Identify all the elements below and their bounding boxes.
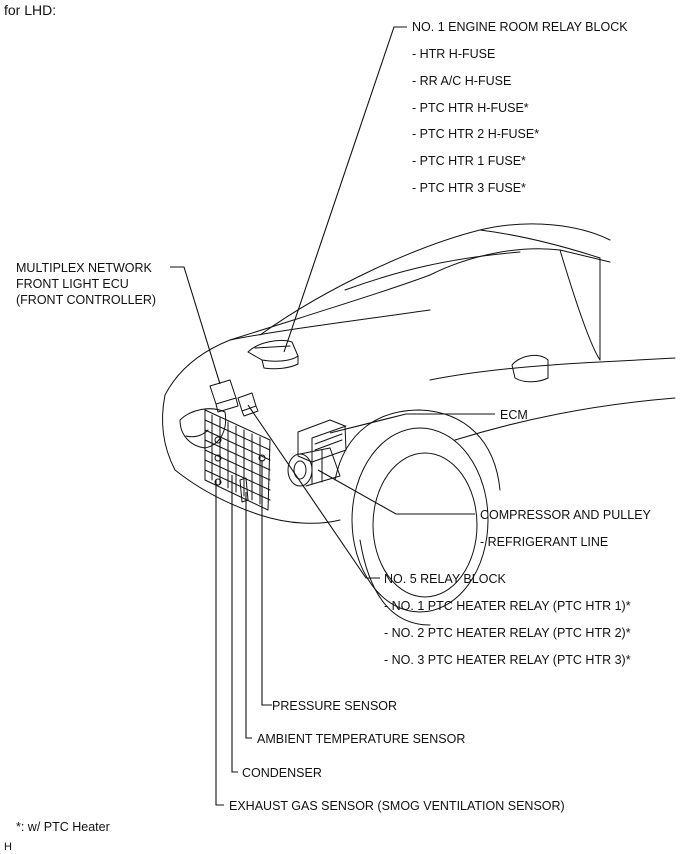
condenser-drawing (204, 409, 271, 511)
multiplex-ecu-label: (FRONT CONTROLLER) (16, 293, 157, 307)
footnote: *: w/ PTC Heater (16, 820, 110, 834)
condenser-label: CONDENSER (242, 766, 322, 780)
engine-room-relay-block-item: - HTR H-FUSE (412, 47, 496, 61)
multiplex-ecu-label: MULTIPLEX NETWORK (16, 261, 152, 275)
corner-mark: H (4, 841, 12, 853)
relay-block-5-label: NO. 5 RELAY BLOCK (384, 572, 506, 586)
ecm-label: ECM (500, 408, 528, 422)
leader-lines (170, 26, 495, 806)
page-title: for LHD: (4, 2, 57, 18)
relay-block-5-drawing (237, 392, 259, 417)
pressure-sensor-label: PRESSURE SENSOR (272, 699, 398, 713)
compressor-label: COMPRESSOR AND PULLEY (480, 508, 651, 522)
relay-block-5-item: - NO. 3 PTC HEATER RELAY (PTC HTR 3)* (384, 653, 631, 667)
exhaust-sensor-label: EXHAUST GAS SENSOR (SMOG VENTILATION SEN… (229, 799, 565, 813)
multiplex-ecu-label: FRONT LIGHT ECU (16, 277, 129, 291)
ambient-sensor-label: AMBIENT TEMPERATURE SENSOR (257, 732, 466, 746)
multiplex-ecu-drawing (209, 379, 239, 413)
engine-room-relay-block-item: - PTC HTR 2 H-FUSE* (412, 127, 540, 141)
engine-room-relay-block-item: - RR A/C H-FUSE (412, 74, 512, 88)
relay-block-5-item: - NO. 2 PTC HEATER RELAY (PTC HTR 2)* (384, 626, 631, 640)
engine-room-relay-block-drawing (247, 339, 299, 370)
relay-block-5-item: - NO. 1 PTC HEATER RELAY (PTC HTR 1)* (384, 599, 631, 613)
engine-room-relay-block-item: - PTC HTR H-FUSE* (412, 101, 529, 115)
engine-room-relay-block-label: NO. 1 ENGINE ROOM RELAY BLOCK (412, 20, 628, 34)
compressor-drawing (287, 447, 341, 487)
engine-room-relay-block-item: - PTC HTR 3 FUSE* (412, 181, 526, 195)
car-body-outline (161, 223, 676, 626)
sensors-drawing (214, 454, 266, 503)
compressor-item: - REFRIGERANT LINE (480, 535, 609, 549)
engine-room-relay-block-item: - PTC HTR 1 FUSE* (412, 154, 526, 168)
